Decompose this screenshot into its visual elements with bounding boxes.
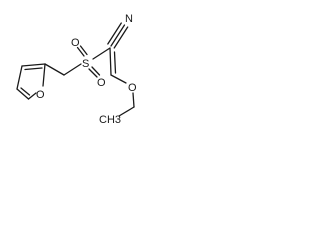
furan-ring: O [16,63,46,101]
bond-ch2-ch3 [118,106,135,117]
atom-label-nitrile-n: N [125,13,133,25]
bond-c-triple-n-1 [110,24,126,47]
atom-label-ether-o: O [128,82,137,94]
atom-label-terminal: CH3 [99,114,121,126]
bond-s-o-right-2 [91,66,101,76]
atom-label-furan-o: O [36,89,45,101]
atom-label-sulfonyl-o-right: O [97,77,106,89]
atom-label-sulfur: S [82,58,89,70]
bond-c-triple-n-2 [113,26,129,49]
bond-vinyl-double-2 [113,51,117,74]
bond-s-o-right-1 [88,68,98,78]
sulfonyl-group: S O O [71,37,106,89]
bond-vinyl-c-s [92,47,111,60]
bond-vinyl-double-1 [109,47,112,76]
bond-furan-c5-o [27,92,37,100]
bond-furan-c2-c3-inner [24,67,43,71]
bond-c-triple-n-3 [107,22,122,45]
bond-ch-ether-o [110,74,127,84]
nitrile-group: N [107,13,133,49]
bond-ch2-furan [44,63,65,76]
bond-furan-c2-c3 [21,63,46,67]
bond-s-o-left-2 [79,45,88,56]
bond-s-o-left-1 [76,46,85,57]
bond-furan-c4-c5-inner [20,87,31,96]
bond-s-ch2 [63,63,82,76]
bond-furan-c3-c4 [16,65,23,90]
bond-furan-c4-c5 [16,88,30,100]
bond-ether-o-ch2 [132,92,135,108]
molecule-structure: N S O O O O CH3 [16,13,137,126]
atom-label-sulfonyl-o-left: O [71,37,80,49]
bond-furan-o-c2 [42,63,46,87]
